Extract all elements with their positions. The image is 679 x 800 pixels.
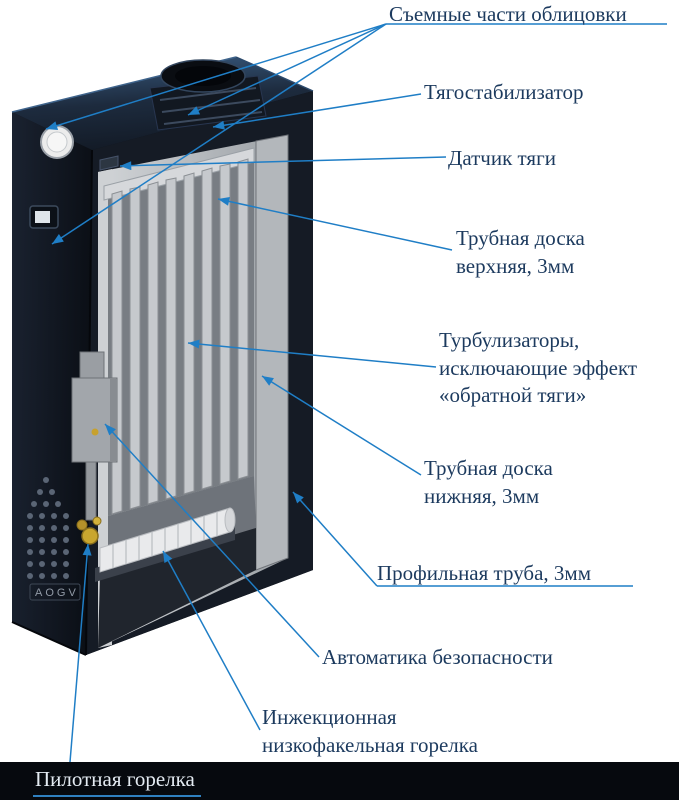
casing-front-panel [12, 112, 92, 655]
safety-automation-unit [71, 351, 118, 521]
bottom-bar: Пилотная горелка [0, 762, 679, 800]
leader-sensor [119, 156, 447, 171]
stabilizer-slat [163, 111, 263, 125]
label-upper-tube-plate: Трубная доска верхняя, 3мм [456, 226, 585, 278]
leader-turbulators [187, 339, 437, 368]
automation-top-block [79, 351, 105, 379]
stabilizer-slat [159, 87, 257, 101]
burner-end-cap [224, 507, 236, 533]
label-pilot-burner: Пилотная горелка [33, 767, 201, 797]
burner-ribs [112, 512, 218, 568]
leader-profile-tube [292, 491, 378, 587]
top-cap-inner [46, 131, 68, 153]
cutaway-interior [98, 134, 289, 648]
front-panel-details: AOGV [27, 205, 81, 601]
label-draft-stabilizer: Тягостабилизатор [424, 80, 584, 104]
leader-automation [104, 423, 320, 658]
label-lower-tube-plate: Трубная доска нижняя, 3мм [424, 456, 553, 508]
leader-stabilizer [212, 93, 422, 130]
gas-pipe [85, 461, 97, 521]
stabilizer-slat [161, 99, 261, 113]
leader-pilot [69, 543, 92, 763]
fins-backdrop [108, 158, 254, 516]
brand-logo: AOGV [35, 587, 79, 599]
profile-tube-column [255, 134, 289, 571]
automation-side-shade [110, 379, 117, 461]
leader-lower-plate [261, 375, 422, 476]
automation-body [71, 377, 118, 463]
front-bottom-edge [11, 621, 87, 656]
leader-lines [45, 23, 667, 763]
leader-casing-front-panel [51, 23, 387, 245]
label-safety-automation: Автоматика безопасности [322, 645, 553, 669]
leader-burner [162, 550, 261, 731]
pilot-burner-valve [76, 516, 102, 545]
label-injection-burner: Инжекционная низкофакельная горелка [262, 705, 478, 757]
top-back-edge [235, 56, 314, 92]
display-screen [35, 211, 50, 223]
label-profile-tube: Профильная труба, 3мм [377, 561, 591, 585]
leader-upper-plate [217, 196, 453, 251]
interior-bottom-shadow [98, 528, 256, 648]
label-draft-sensor: Датчик тяги [448, 146, 556, 170]
leader-casing-top-cap [45, 23, 387, 130]
heat-exchanger-fins [111, 158, 249, 515]
ventilation-grille [27, 477, 69, 579]
automation-knob [91, 428, 99, 436]
leader-casing-top-cover [187, 23, 387, 116]
draft-sensor [99, 155, 119, 171]
flue-opening [175, 66, 231, 86]
label-removable-casing: Съемные части облицовки [389, 2, 627, 26]
logo-frame [29, 583, 81, 601]
label-turbulators: Турбулизаторы, исключающие эффект «обрат… [439, 328, 638, 408]
